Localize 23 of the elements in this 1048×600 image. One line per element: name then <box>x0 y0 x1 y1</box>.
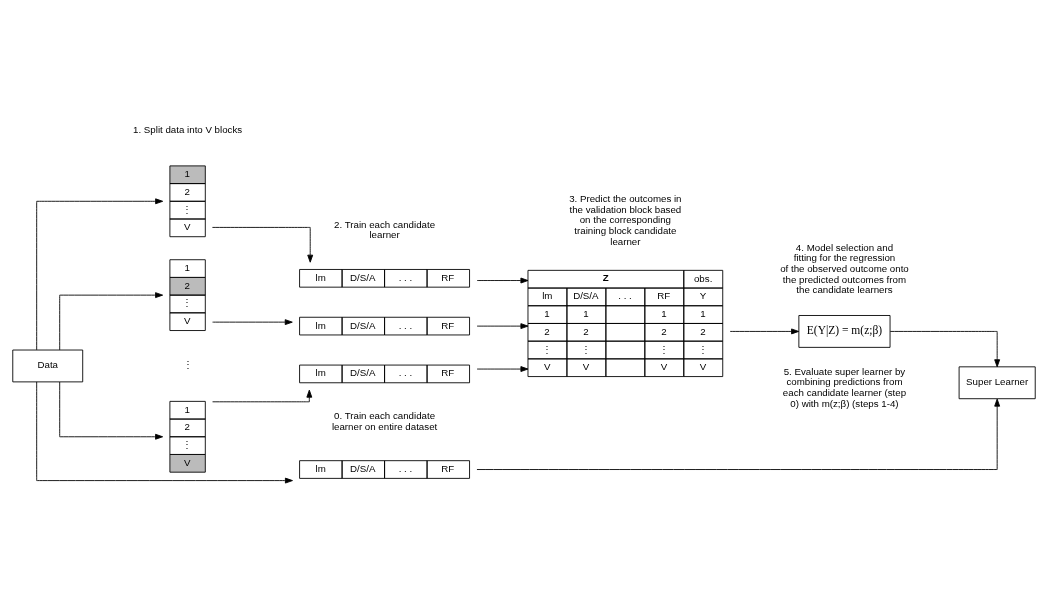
label: 4. Model selection and fitting for the regression of the observed outcome onto the predicted outcomes from the candidate learners <box>780 241 909 296</box>
arrow <box>476 277 529 284</box>
arrow <box>476 398 1001 470</box>
node-box: Data <box>12 349 84 383</box>
arrow <box>59 381 164 440</box>
arrow <box>212 389 313 403</box>
arrow <box>59 292 164 351</box>
arrow <box>476 323 529 330</box>
arrow <box>212 319 293 326</box>
arrow <box>476 366 529 372</box>
node-box: Super Learner <box>958 366 1036 400</box>
label: 5. Evaluate super learner by combining predictions from each candidate learner (step 0) with m(z;β) (steps 1-4) <box>782 365 907 409</box>
arrow <box>729 328 800 335</box>
label: 3. Predict the outcomes in the validation block based on the corresponding training block candidate learner <box>569 193 682 247</box>
arrow <box>211 226 314 263</box>
arrow <box>36 381 293 484</box>
label: 1. Split data into V blocks <box>133 123 243 135</box>
label: 2. Train each candidate learner <box>334 218 436 241</box>
arrow <box>36 198 164 351</box>
label: ⋮ <box>182 359 193 371</box>
label: 0. Train each candidate learner on entire dataset <box>331 409 438 432</box>
node-box: E(Y|Z) = m(z;β) <box>798 315 891 348</box>
arrow <box>889 331 1001 368</box>
